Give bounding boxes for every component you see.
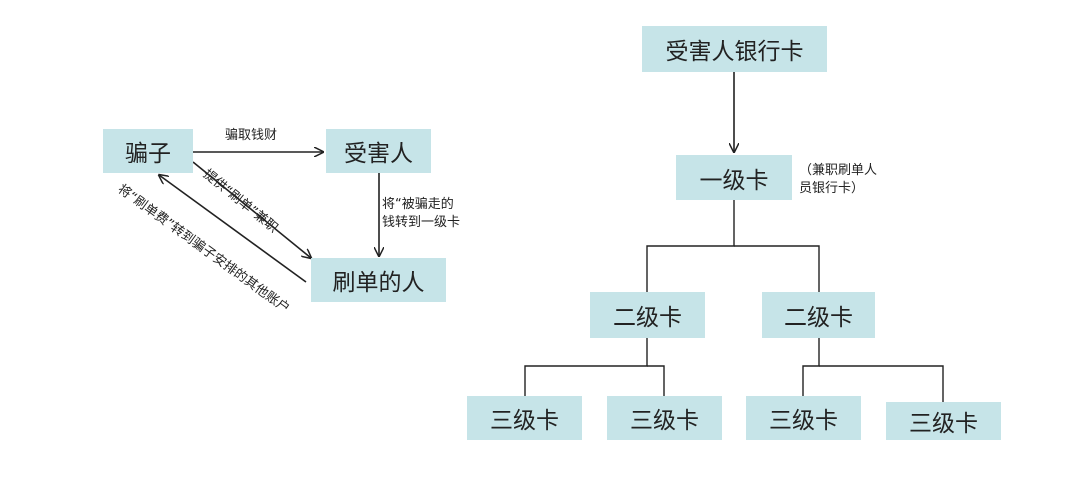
arrow-scammer-to-brusher (192, 161, 311, 258)
node-level3-card: 三级卡 (886, 402, 1001, 440)
node-order-brusher: 刷单的人 (311, 258, 446, 302)
node-scammer: 骗子 (103, 129, 193, 173)
node-level1-card: 一级卡 (676, 155, 792, 200)
node-root-victim-card: 受害人银行卡 (642, 26, 827, 72)
label-victim-to-brusher-line2: 钱转到一级卡 (382, 215, 461, 230)
node-level3-card: 三级卡 (467, 396, 582, 440)
node-level3-card: 三级卡 (607, 396, 722, 440)
label-victim-to-brusher-line1: 将“被骗走的 (382, 197, 454, 212)
level1-note-line1: （兼职刷单人 (799, 163, 878, 178)
level1-note-line2: 员银行卡） (799, 181, 865, 196)
arrow-brusher-to-scammer (159, 175, 307, 283)
connector-level2b-level3 (802, 338, 820, 396)
node-victim: 受害人 (326, 129, 431, 173)
connector-level2a-level3 (524, 338, 648, 396)
label-scammer-to-victim: 骗取钱财 (225, 128, 278, 143)
node-level3-card: 三级卡 (746, 396, 861, 440)
connector-level1-level2 (646, 200, 735, 292)
node-level2-card: 二级卡 (590, 292, 705, 338)
node-level2-card: 二级卡 (762, 292, 875, 338)
